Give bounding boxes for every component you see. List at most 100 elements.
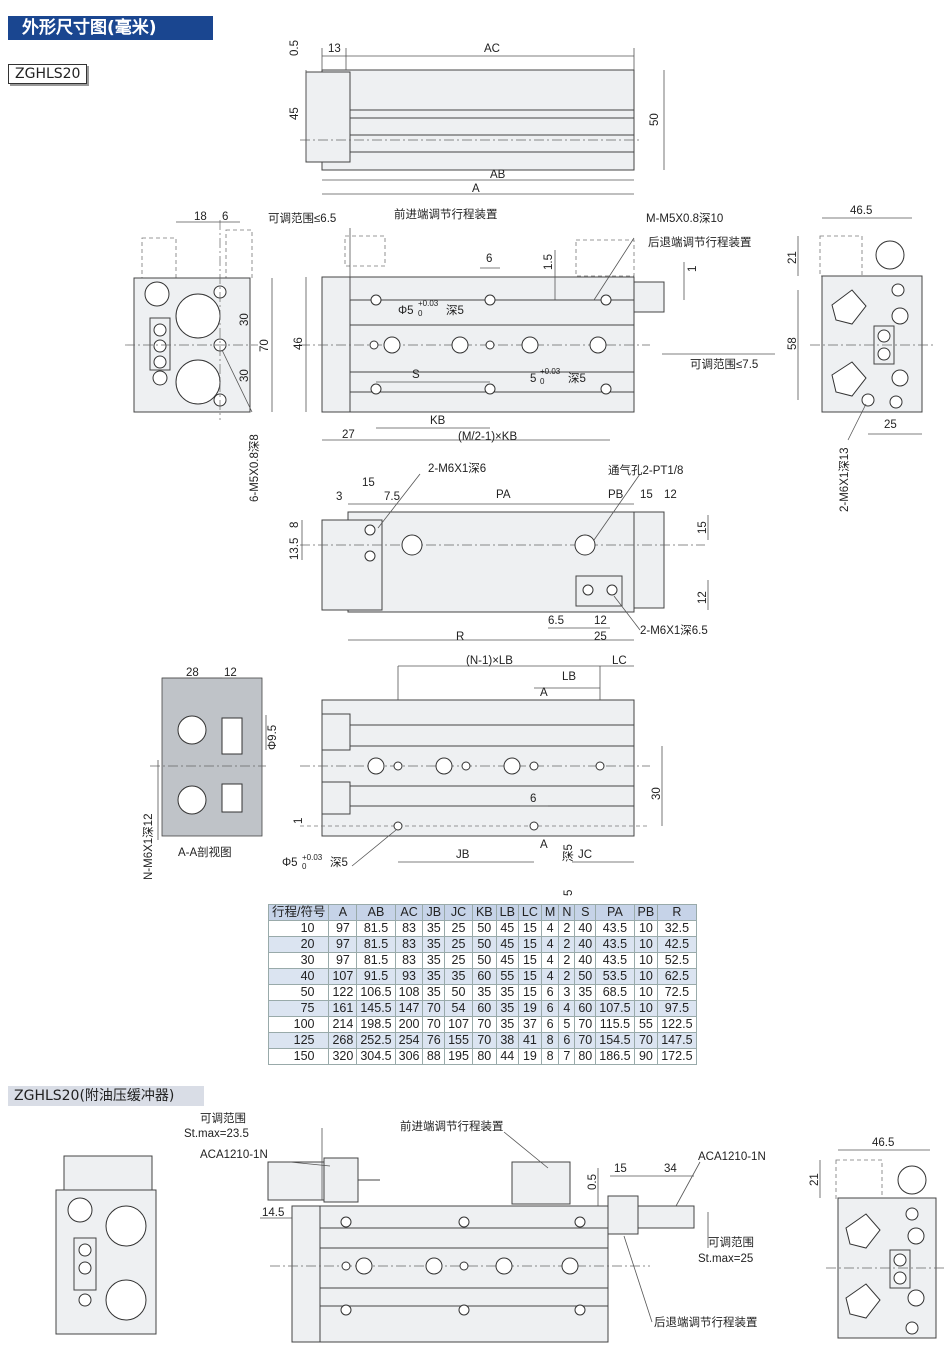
- table-cell: 35: [422, 936, 446, 953]
- table-header: S: [574, 904, 597, 921]
- table-cell: 6: [540, 1016, 560, 1033]
- table-cell: 55: [495, 968, 519, 985]
- lower-view: (N-1)×LB LC LB A 6 30 1 JB A JC Φ5 +0.03…: [282, 655, 663, 896]
- table-cell: 161: [328, 1000, 358, 1017]
- adjust-range-front: 可调范围≤6.5: [268, 211, 336, 225]
- shock-dim-14-5: 14.5: [262, 1207, 284, 1219]
- dim-ac: AC: [484, 43, 500, 55]
- shock-dim-34: 34: [664, 1163, 677, 1175]
- table-cell: 10: [633, 920, 659, 937]
- table-cell: 35: [495, 984, 519, 1001]
- dim-jc: JC: [578, 849, 592, 861]
- table-cell: 172.5: [657, 1048, 697, 1065]
- phi5-lower-tol-up: +0.03: [302, 853, 323, 862]
- table-cell: 10: [633, 984, 659, 1001]
- table-cell: 83: [394, 920, 424, 937]
- table-cell: 107: [328, 968, 358, 985]
- table-cell: 42.5: [657, 936, 697, 953]
- five-label: 5: [530, 373, 536, 385]
- dim-58: 58: [787, 337, 799, 350]
- dim-6-5: 6.5: [548, 615, 564, 627]
- dim-25-right: 25: [884, 419, 897, 431]
- dim-15b: 15: [640, 489, 653, 501]
- section-caption: A-A剖视图: [178, 845, 232, 859]
- dim-30-b: 30: [239, 369, 251, 382]
- dim-30-a: 30: [239, 313, 251, 326]
- table-header: AB: [356, 904, 396, 921]
- dim-7-5: 7.5: [384, 491, 400, 503]
- dim-6-lower: 6: [530, 793, 536, 805]
- table-cell: 19: [517, 1048, 542, 1065]
- dim-12-aa: 12: [224, 667, 237, 679]
- dim-1-lower: 1: [293, 818, 305, 824]
- table-cell: 75: [267, 1000, 330, 1017]
- table-cell: 90: [633, 1048, 659, 1065]
- table-cell: 70: [574, 1016, 597, 1033]
- table-header: R: [657, 904, 697, 921]
- table-cell: 97: [328, 952, 358, 969]
- five-depth: 深5: [568, 371, 586, 385]
- table-header: M: [540, 904, 560, 921]
- table-header: LB: [495, 904, 519, 921]
- table-cell: 35: [422, 968, 446, 985]
- table-cell: 35: [422, 952, 446, 969]
- dim-ab: AB: [490, 169, 506, 181]
- thread-2-m6-top: 2-M6X1深6: [428, 461, 486, 475]
- table-cell: 200: [394, 1016, 424, 1033]
- dim-15-bot: 15: [362, 477, 375, 489]
- table-cell: 60: [471, 1000, 497, 1017]
- dim-21: 21: [787, 251, 799, 264]
- table-cell: 53.5: [595, 968, 635, 985]
- table-cell: 50: [471, 952, 497, 969]
- dim-jb: JB: [456, 849, 470, 861]
- shock-adjust-title-2: 可调范围: [708, 1235, 754, 1249]
- table-cell: 81.5: [356, 952, 396, 969]
- dim-a: A: [472, 183, 480, 195]
- phi5-label: Φ5: [398, 305, 414, 317]
- dim-6: 6: [222, 211, 228, 223]
- table-cell: 45: [495, 952, 519, 969]
- table-cell: 147: [394, 1000, 424, 1017]
- dim-1-5: 1.5: [543, 254, 555, 270]
- shock-dim-21: 21: [809, 1173, 821, 1186]
- dimension-table: 行程/符号 A AB AC JB JC KB LB LC M N S PA PB…: [267, 904, 697, 1065]
- shock-front-device: 前进端调节行程装置: [400, 1119, 504, 1133]
- table-cell: 62.5: [657, 968, 697, 985]
- table-cell: 76: [422, 1032, 446, 1049]
- page-title: 外形尺寸图(毫米): [8, 16, 213, 40]
- table-cell: 15: [517, 968, 542, 985]
- adjust-range-rear: 可调范围≤7.5: [690, 357, 758, 371]
- table-cell: 122.5: [657, 1016, 697, 1033]
- top-view: 0.5 13 AC 45 50 AB A: [289, 40, 665, 195]
- model-label: ZGHLS20: [8, 64, 88, 84]
- table-cell: 6: [558, 1032, 576, 1049]
- phi5-tol-up: +0.03: [418, 299, 439, 308]
- dim-13: 13: [328, 43, 341, 55]
- dim-pa: PA: [496, 489, 511, 501]
- table-cell: 6: [540, 984, 560, 1001]
- table-cell: 35: [495, 1000, 519, 1017]
- dim-45: 45: [289, 107, 301, 120]
- table-cell: 40: [574, 936, 597, 953]
- table-cell: 115.5: [595, 1016, 635, 1033]
- shock-dim-0-5: 0.5: [587, 1174, 599, 1190]
- table-cell: 15: [517, 984, 542, 1001]
- dim-28: 28: [186, 667, 199, 679]
- phi5-lower-tol-down: 0: [302, 862, 307, 871]
- table-cell: 10: [267, 920, 330, 937]
- top-view-upper-body: [321, 69, 635, 111]
- section-mark-a-bot: A: [540, 839, 548, 851]
- table-cell: 70: [471, 1032, 497, 1049]
- table-cell: 10: [633, 1000, 659, 1017]
- section-aa: 28 12 Φ9.5 N-M6X1深12 A-A剖视图: [141, 667, 279, 880]
- table-cell: 80: [574, 1048, 597, 1065]
- dim-mkb: (M/2-1)×KB: [458, 431, 517, 443]
- table-cell: 43.5: [595, 936, 635, 953]
- table-cell: 155: [444, 1032, 473, 1049]
- dim-s: S: [412, 369, 420, 381]
- table-cell: 91.5: [356, 968, 396, 985]
- dim-27: 27: [342, 429, 355, 441]
